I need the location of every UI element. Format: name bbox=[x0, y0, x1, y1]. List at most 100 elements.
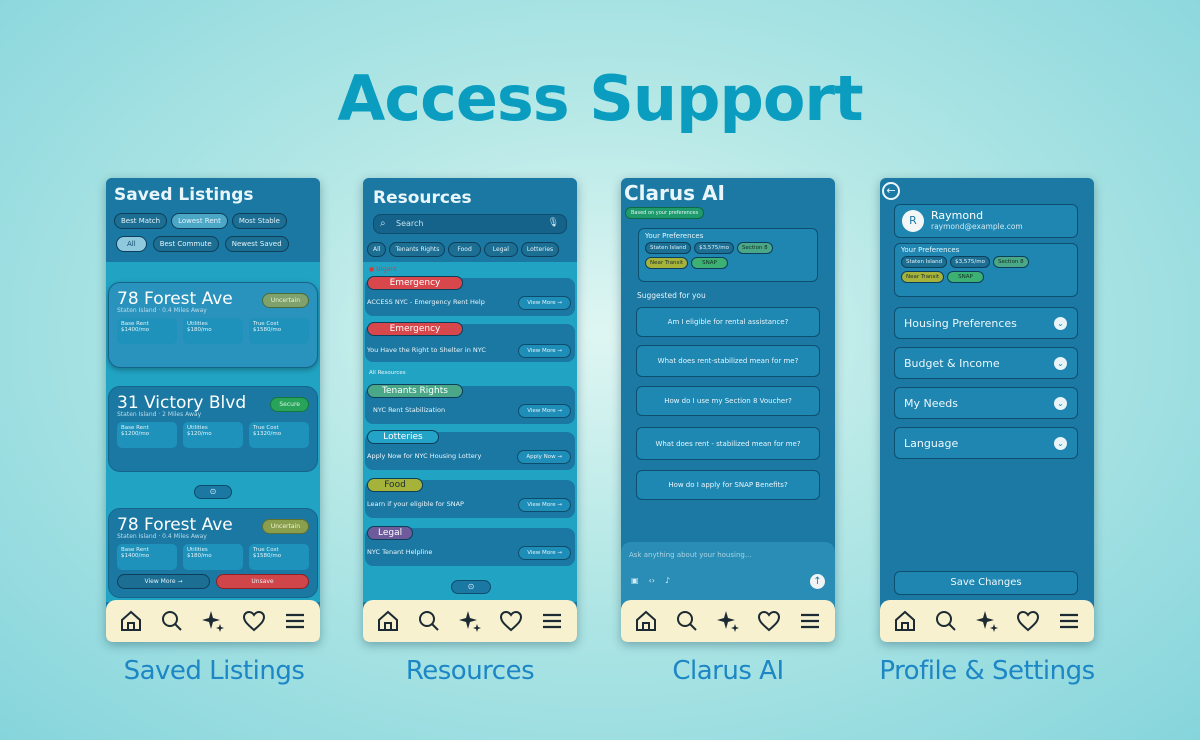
sparkle-icon[interactable] bbox=[201, 609, 225, 633]
search-icon[interactable] bbox=[417, 609, 441, 633]
search-input[interactable]: ⌕ Search 🎙 bbox=[373, 214, 567, 234]
chip-tenants-rights[interactable]: Tenants Rights bbox=[389, 242, 446, 257]
suggested-question[interactable]: What does rent - stabilized mean for me? bbox=[636, 427, 820, 460]
chip-all[interactable]: All bbox=[367, 242, 387, 257]
sparkle-icon[interactable] bbox=[458, 609, 482, 633]
stat-true-cost: True Cost$1580/mo bbox=[249, 544, 309, 570]
resource-item[interactable]: Food Learn if your eligible for SNAP Vie… bbox=[365, 478, 575, 518]
save-changes-button[interactable]: Save Changes bbox=[894, 571, 1078, 595]
suggested-question[interactable]: Am I eligible for rental assistance? bbox=[636, 307, 820, 337]
filter-best-match[interactable]: Best Match bbox=[114, 213, 168, 229]
image-icon[interactable]: ▣ bbox=[631, 576, 639, 585]
menu-my-needs[interactable]: My Needs⌄ bbox=[894, 387, 1078, 419]
view-more-button[interactable]: View More → bbox=[518, 404, 571, 418]
filter-best-commute[interactable]: Best Commute bbox=[152, 236, 219, 252]
send-icon[interactable]: ↑ bbox=[810, 574, 825, 589]
suggested-question[interactable]: How do I use my Section 8 Voucher? bbox=[636, 386, 820, 416]
status-badge: Uncertain bbox=[261, 293, 309, 308]
stat-base-rent: Base Rent$1400/mo bbox=[117, 318, 177, 344]
listing-card[interactable]: 78 Forest Ave Staten Island · 0.4 Miles … bbox=[108, 282, 318, 368]
caption-clarus-ai: Clarus AI bbox=[672, 656, 784, 686]
menu-icon[interactable] bbox=[798, 609, 822, 633]
mic-icon[interactable]: 🎙 bbox=[547, 218, 559, 228]
filter-all[interactable]: All bbox=[116, 236, 147, 252]
heart-icon[interactable] bbox=[757, 609, 781, 633]
heart-icon[interactable] bbox=[242, 609, 266, 633]
bottom-nav bbox=[621, 600, 835, 642]
resource-item[interactable]: Emergency You Have the Right to Shelter … bbox=[365, 322, 575, 362]
mic-icon[interactable]: ♪ bbox=[664, 576, 671, 585]
pref-snap: SNAP bbox=[947, 271, 984, 283]
sparkle-icon[interactable] bbox=[716, 609, 740, 633]
unsave-button[interactable]: Unsave bbox=[216, 574, 309, 589]
listing-card[interactable]: 31 Victory Blvd Staten Island · 2 Miles … bbox=[108, 386, 318, 472]
listing-card[interactable]: 78 Forest Ave Staten Island · 0.4 Miles … bbox=[108, 508, 318, 598]
preferences-box: Your Preferences Staten Island $3,575/mo… bbox=[894, 243, 1078, 297]
sparkle-icon[interactable] bbox=[975, 609, 999, 633]
view-more-button[interactable]: View More → bbox=[518, 296, 571, 310]
pref-location: Staten Island bbox=[645, 242, 692, 254]
collapse-toggle[interactable]: ⊙ bbox=[451, 580, 491, 594]
chip-food[interactable]: Food bbox=[448, 242, 481, 257]
menu-icon[interactable] bbox=[283, 609, 307, 633]
home-icon[interactable] bbox=[634, 609, 658, 633]
menu-housing-preferences[interactable]: Housing Preferences⌄ bbox=[894, 307, 1078, 339]
view-more-button[interactable]: View More → bbox=[117, 574, 210, 589]
collapse-toggle[interactable]: ⊙ bbox=[194, 485, 232, 499]
menu-icon[interactable] bbox=[540, 609, 564, 633]
resource-item[interactable]: Lotteries Apply Now for NYC Housing Lott… bbox=[365, 430, 575, 470]
view-more-button[interactable]: View More → bbox=[518, 546, 571, 560]
listing-address: 31 Victory Blvd bbox=[117, 393, 247, 413]
chevron-down-icon: ⌄ bbox=[1054, 436, 1067, 450]
heart-icon[interactable] bbox=[1016, 609, 1040, 633]
view-more-button[interactable]: View More → bbox=[518, 344, 571, 358]
preferences-box: Your Preferences Staten Island $3,575/mo… bbox=[638, 228, 818, 282]
pref-near-transit: Near Transit bbox=[901, 271, 945, 283]
profile-email: raymond@example.com bbox=[931, 222, 1023, 231]
tag-food: Food bbox=[367, 478, 423, 492]
listing-address: 78 Forest Ave bbox=[117, 289, 233, 309]
resource-item[interactable]: Legal NYC Tenant Helpline View More → bbox=[365, 526, 575, 566]
heart-icon[interactable] bbox=[499, 609, 523, 633]
status-badge: Uncertain bbox=[261, 519, 309, 534]
chevron-down-icon: ⌄ bbox=[1054, 396, 1067, 410]
screen-title: Saved Listings bbox=[114, 185, 254, 205]
view-more-button[interactable]: View More → bbox=[518, 498, 571, 512]
stat-utilities: Utilities$180/mo bbox=[183, 544, 243, 570]
search-icon[interactable] bbox=[160, 609, 184, 633]
bottom-nav bbox=[363, 600, 577, 642]
profile-name: Raymond bbox=[931, 209, 984, 222]
urgent-label: ● Urgent bbox=[369, 266, 397, 273]
caption-saved-listings: Saved Listings bbox=[123, 656, 305, 686]
resource-item[interactable]: Emergency ACCESS NYC - Emergency Rent He… bbox=[365, 276, 575, 316]
saved-listings-screen: Saved Listings Best Match Lowest Rent Mo… bbox=[106, 178, 320, 642]
filter-lowest-rent[interactable]: Lowest Rent bbox=[171, 213, 228, 229]
resource-item[interactable]: Tenants Rights NYC Rent Stabilization Vi… bbox=[365, 384, 575, 424]
resources-screen: Resources ⌕ Search 🎙 All Tenants Rights … bbox=[363, 178, 577, 642]
menu-icon[interactable] bbox=[1057, 609, 1081, 633]
profile-settings-screen: ← R Raymond raymond@example.com Your Pre… bbox=[880, 178, 1094, 642]
stat-true-cost: True Cost$1320/mo bbox=[249, 422, 309, 448]
pref-near-transit: Near Transit bbox=[645, 257, 689, 269]
code-icon[interactable]: ‹› bbox=[648, 576, 655, 585]
suggested-question[interactable]: How do I apply for SNAP Benefits? bbox=[636, 470, 820, 500]
back-arrow-icon[interactable]: ← bbox=[882, 182, 900, 200]
home-icon[interactable] bbox=[893, 609, 917, 633]
chat-input[interactable]: Ask anything about your housing... bbox=[629, 551, 752, 559]
filter-newest-saved[interactable]: Newest Saved bbox=[224, 236, 289, 252]
home-icon[interactable] bbox=[376, 609, 400, 633]
resource-title: ACCESS NYC - Emergency Rent Help bbox=[367, 298, 485, 306]
search-icon[interactable] bbox=[675, 609, 699, 633]
pref-budget: $3,575/mo bbox=[950, 256, 990, 268]
chip-legal[interactable]: Legal bbox=[483, 242, 518, 257]
menu-budget-income[interactable]: Budget & Income⌄ bbox=[894, 347, 1078, 379]
screen-title: Resources bbox=[373, 188, 472, 208]
filter-most-stable[interactable]: Most Stable bbox=[231, 213, 287, 229]
home-icon[interactable] bbox=[119, 609, 143, 633]
chip-lotteries[interactable]: Lotteries bbox=[520, 242, 560, 257]
apply-now-button[interactable]: Apply Now → bbox=[517, 450, 571, 464]
profile-card[interactable]: R Raymond raymond@example.com bbox=[894, 204, 1078, 238]
suggested-question[interactable]: What does rent-stabilized mean for me? bbox=[636, 345, 820, 377]
menu-language[interactable]: Language⌄ bbox=[894, 427, 1078, 459]
search-icon[interactable] bbox=[934, 609, 958, 633]
